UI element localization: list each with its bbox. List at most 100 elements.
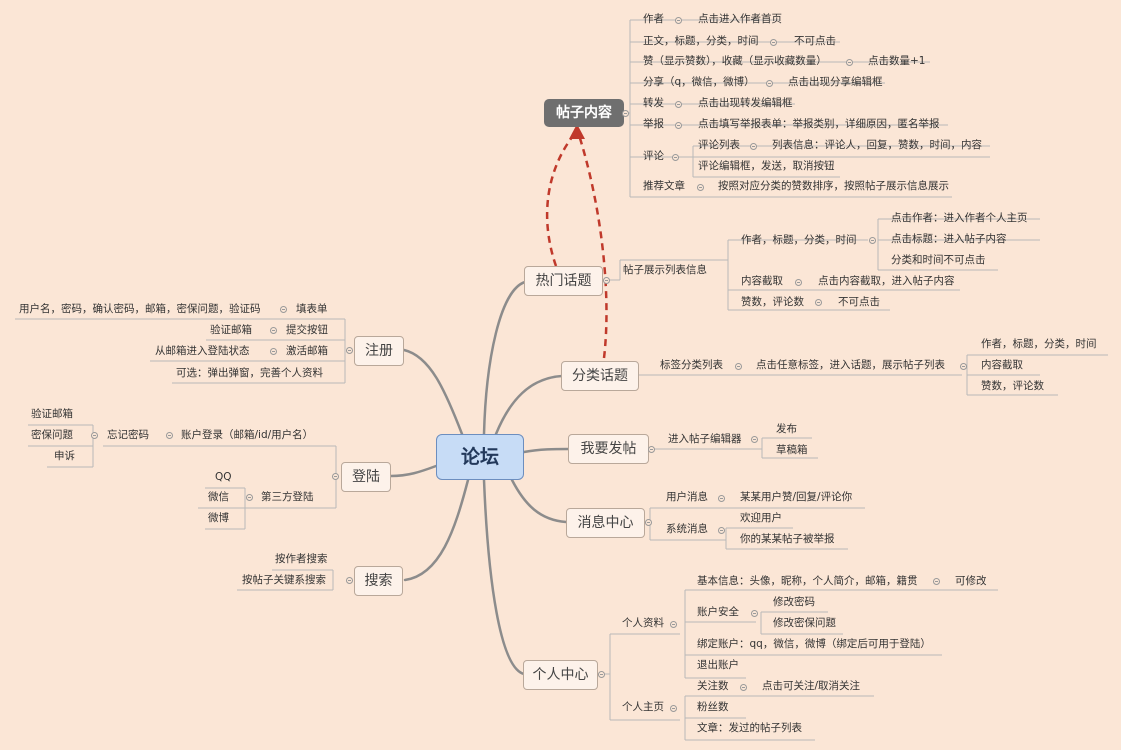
personal-editable: 可修改 (955, 575, 987, 587)
collapse-icon[interactable] (960, 363, 967, 370)
post-content-node[interactable]: 帖子内容 (544, 99, 624, 127)
hot-excerpt-action: 点击内容截取，进入帖子内容 (818, 275, 955, 287)
post-share-action: 点击出现分享编辑框 (788, 76, 883, 88)
hot-no-click: 分类和时间不可点击 (891, 254, 986, 266)
links-post (624, 19, 990, 198)
register-submit: 提交按钮 (286, 324, 328, 336)
personal-home: 个人主页 (622, 701, 664, 713)
personal-fans: 粉丝数 (697, 701, 729, 713)
post-author-action: 点击进入作者首页 (698, 13, 782, 25)
login-appeal: 申诉 (54, 450, 75, 462)
category-topics-node[interactable]: 分类话题 (561, 361, 639, 391)
collapse-icon[interactable] (718, 495, 725, 502)
collapse-icon[interactable] (697, 184, 704, 191)
collapse-icon[interactable] (718, 527, 725, 534)
links-hot (603, 218, 1040, 311)
post-share: 分享（q，微信，微博） (643, 76, 755, 88)
collapse-icon[interactable] (246, 494, 253, 501)
collapse-icon[interactable] (346, 347, 353, 354)
branch-category (494, 374, 564, 436)
collapse-icon[interactable] (648, 446, 655, 453)
post-recommend-action: 按照对应分类的赞数排序，按照帖子展示信息展示 (718, 180, 949, 192)
publish-editor: 进入帖子编辑器 (668, 433, 742, 445)
login-account: 账户登录（邮箱/id/用户名） (181, 429, 314, 441)
comment-list-info: 列表信息：评论人，回复，赞数，时间，内容 (772, 139, 982, 151)
collapse-icon[interactable] (675, 122, 682, 129)
collapse-icon[interactable] (750, 143, 757, 150)
hot-click-title: 点击标题：进入帖子内容 (891, 233, 1007, 245)
collapse-icon[interactable] (670, 621, 677, 628)
register-activate: 激活邮箱 (286, 345, 328, 357)
message-center-node[interactable]: 消息中心 (566, 508, 645, 538)
post-body-action: 不可点击 (794, 35, 836, 47)
login-qq: QQ (215, 471, 232, 483)
category-tags: 标签分类列表 (660, 359, 723, 371)
personal-profile: 个人资料 (622, 617, 664, 629)
collapse-icon[interactable] (603, 277, 610, 284)
collapse-icon[interactable] (675, 101, 682, 108)
collapse-icon[interactable] (766, 80, 773, 87)
collapse-icon[interactable] (270, 327, 277, 334)
collapse-icon[interactable] (598, 671, 605, 678)
collapse-icon[interactable] (740, 684, 747, 691)
links-search (237, 569, 334, 591)
collapse-icon[interactable] (166, 432, 173, 439)
register-activate-source: 从邮箱进入登陆状态 (155, 345, 250, 357)
collapse-icon[interactable] (795, 279, 802, 286)
login-weibo: 微博 (208, 512, 229, 524)
collapse-icon[interactable] (751, 610, 758, 617)
personal-change-password: 修改密码 (773, 596, 815, 608)
collapse-icon[interactable] (270, 348, 277, 355)
personal-security: 账户安全 (697, 606, 739, 618)
message-user-detail: 某某用户赞/回复/评论你 (740, 491, 853, 503)
collapse-icon[interactable] (346, 577, 353, 584)
collapse-icon[interactable] (933, 578, 940, 585)
login-node[interactable]: 登陆 (341, 462, 391, 492)
login-security-question: 密保问题 (31, 429, 73, 441)
arrow-category-to-post (576, 131, 608, 359)
collapse-icon[interactable] (672, 154, 679, 161)
register-node[interactable]: 注册 (354, 336, 404, 366)
collapse-icon[interactable] (846, 59, 853, 66)
post-author: 作者 (643, 13, 664, 25)
search-node[interactable]: 搜索 (354, 566, 403, 596)
post-body: 正文，标题，分类，时间 (643, 35, 759, 47)
login-verify-email: 验证邮箱 (31, 408, 73, 420)
post-report-action: 点击填写举报表单：举报类别，详细原因，匿名举报 (698, 118, 940, 130)
branch-login (389, 464, 438, 478)
center-node[interactable]: 论坛 (436, 434, 524, 480)
branch-publish (522, 447, 571, 454)
category-counts: 赞数，评论数 (981, 380, 1044, 392)
collapse-icon[interactable] (770, 39, 777, 46)
comment-list: 评论列表 (698, 139, 740, 151)
personal-articles: 文章：发过的帖子列表 (697, 722, 802, 734)
links-register (15, 318, 346, 384)
personal-center-node[interactable]: 个人中心 (523, 660, 598, 690)
collapse-icon[interactable] (91, 432, 98, 439)
personal-logout: 退出账户 (697, 659, 739, 671)
collapse-icon[interactable] (280, 306, 287, 313)
branch-message (510, 478, 568, 524)
collapse-icon[interactable] (670, 705, 677, 712)
message-user: 用户消息 (666, 491, 708, 503)
publish-post: 发布 (776, 423, 797, 435)
collapse-icon[interactable] (622, 110, 629, 117)
publish-draft: 草稿箱 (776, 444, 808, 456)
register-form-fields: 用户名，密码，确认密码，邮箱，密保问题，验证码 (19, 303, 261, 315)
category-excerpt: 内容截取 (981, 359, 1023, 371)
register-form: 填表单 (296, 303, 328, 315)
post-report: 举报 (643, 118, 664, 130)
register-submit-source: 验证邮箱 (210, 324, 252, 336)
branch-register (402, 348, 464, 436)
collapse-icon[interactable] (645, 519, 652, 526)
collapse-icon[interactable] (815, 299, 822, 306)
collapse-icon[interactable] (675, 17, 682, 24)
hot-counts: 赞数，评论数 (741, 296, 804, 308)
collapse-icon[interactable] (735, 363, 742, 370)
hot-topics-node[interactable]: 热门话题 (524, 266, 603, 296)
collapse-icon[interactable] (751, 436, 758, 443)
register-optional: 可选：弹出弹窗，完善个人资料 (176, 367, 323, 379)
collapse-icon[interactable] (332, 473, 339, 480)
publish-node[interactable]: 我要发帖 (568, 434, 649, 464)
collapse-icon[interactable] (869, 237, 876, 244)
